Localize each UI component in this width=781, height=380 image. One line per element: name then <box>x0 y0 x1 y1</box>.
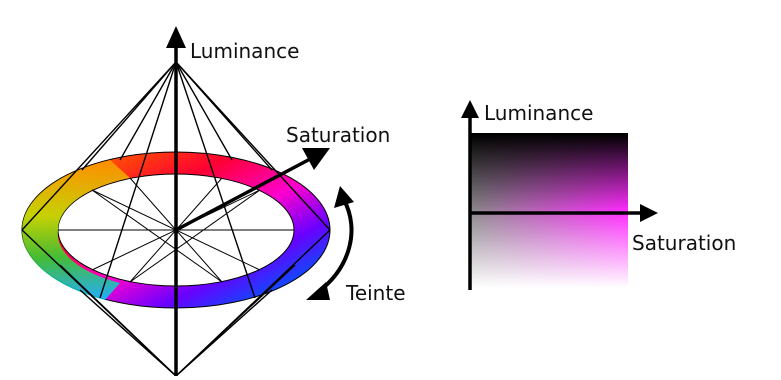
cone-teinte-label: Teinte <box>345 281 406 305</box>
square-y-arrowhead <box>461 100 479 118</box>
hue-arrowhead-top <box>334 186 354 208</box>
square-x-arrowhead <box>640 204 658 222</box>
square-saturation-label: Saturation <box>632 231 736 255</box>
luminance-arrowhead <box>166 26 186 48</box>
hue-curved-arrow <box>316 199 354 294</box>
square-luminance-overlay <box>470 134 628 288</box>
cone-luminance-label: Luminance <box>190 39 299 63</box>
saturation-arrowhead <box>302 148 330 170</box>
saturation-arrow <box>175 156 313 232</box>
cone-edges <box>21 61 331 377</box>
square-luminance-label: Luminance <box>484 101 593 125</box>
hue-ring-left-band <box>21 160 131 300</box>
saturation-luminance-square: Luminance Saturation <box>461 100 736 290</box>
hsl-cone: Luminance Saturation Teinte <box>21 26 406 377</box>
hue-arrowhead-bottom <box>306 282 330 300</box>
cone-saturation-label: Saturation <box>286 123 390 147</box>
